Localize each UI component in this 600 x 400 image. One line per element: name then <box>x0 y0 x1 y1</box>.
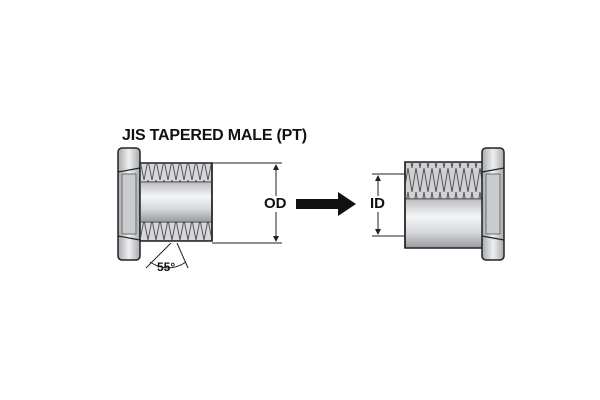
id-label: ID <box>369 195 386 212</box>
arrow-right-icon <box>296 192 356 216</box>
thread-angle-mark <box>145 242 189 269</box>
female-fitting <box>372 147 505 261</box>
thread-angle-label: 55° <box>157 260 176 274</box>
od-label: OD <box>263 195 288 212</box>
male-threaded-body <box>139 162 213 242</box>
female-hex-nut <box>481 147 505 261</box>
male-hex-nut <box>117 147 141 261</box>
female-body <box>404 161 484 249</box>
diagram-title: JIS TAPERED MALE (PT) <box>122 127 307 144</box>
male-fitting <box>117 147 282 269</box>
